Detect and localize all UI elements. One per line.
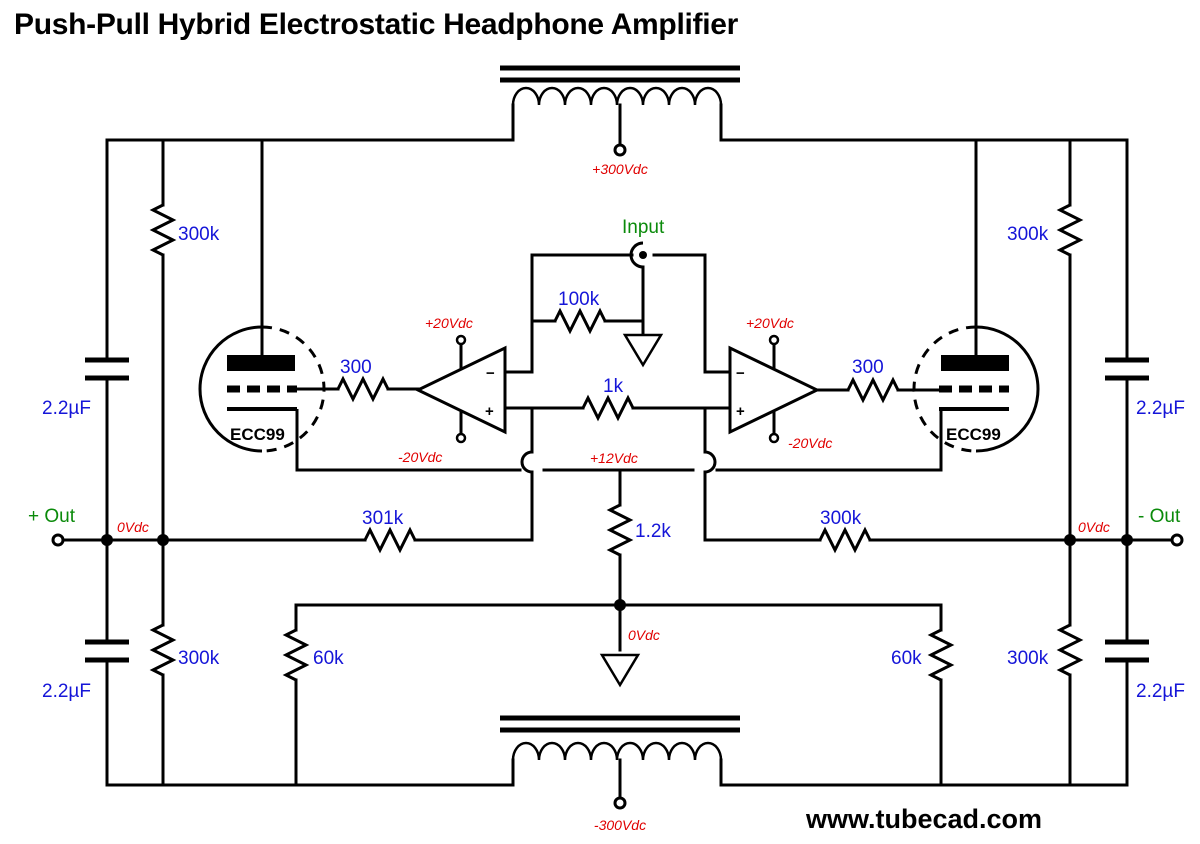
left-opamp-plus: + [485,403,494,420]
input-jack [622,241,664,368]
left-opamp: − + [414,334,507,444]
left-tube-label: ECC99 [230,425,285,444]
bottom-transformer [500,715,740,810]
right-0vdc-label: 0Vdc [1078,519,1110,535]
left-grid-300-label: 300 [340,357,372,378]
input-label: Input [622,217,665,238]
right-triode-ecc99: ECC99 [912,325,1040,470]
plus-out-label: + Out [28,506,76,527]
r-1k-label: 1k [603,376,624,397]
center-0vdc-label: 0Vdc [628,627,660,643]
website-url: www.tubecad.com [806,804,1043,834]
cap-top-right-label: 2.2µF [1136,398,1185,419]
right-grid-300-label: 300 [852,357,884,378]
right-plus-20vdc-label: +20Vdc [746,315,794,331]
plus-300vdc-label: +300Vdc [592,161,648,177]
cap-top-left-label: 2.2µF [42,398,91,419]
right-opamp-plus: + [736,403,745,420]
cap-bottom-right-label: 2.2µF [1136,681,1185,702]
cap-bottom-left-label: 2.2µF [42,681,91,702]
r-1-2k-label: 1.2k [635,521,671,542]
right-tube-label: ECC99 [946,425,1001,444]
r-300k-top-left-label: 300k [178,224,220,245]
plus-12vdc-label: +12Vdc [590,450,638,466]
left-0vdc-label: 0Vdc [117,519,149,535]
minus-out-label: - Out [1138,506,1181,527]
r-300k-top-right-label: 300k [1007,224,1049,245]
r-60k-left-label: 60k [313,648,344,669]
left-plus-20vdc-label: +20Vdc [425,315,473,331]
r-300k-feedback-label: 300k [820,508,862,529]
left-opamp-minus: − [486,365,495,382]
right-opamp-minus: − [736,365,745,382]
r-300k-bottom-left-label: 300k [178,648,220,669]
minus-300vdc-label: -300Vdc [594,817,646,833]
diagram-title: Push-Pull Hybrid Electrostatic Headphone… [14,8,739,41]
top-transformer [500,65,740,157]
r-100k-label: 100k [558,289,600,310]
left-triode-ecc99: ECC99 [198,325,326,470]
right-opamp: − + [728,334,821,444]
r-60k-right-label: 60k [891,648,922,669]
left-minus-20vdc-label: -20Vdc [398,449,442,465]
right-minus-20vdc-label: -20Vdc [788,435,832,451]
r-301k-label: 301k [362,508,404,529]
r-300k-bottom-right-label: 300k [1007,648,1049,669]
